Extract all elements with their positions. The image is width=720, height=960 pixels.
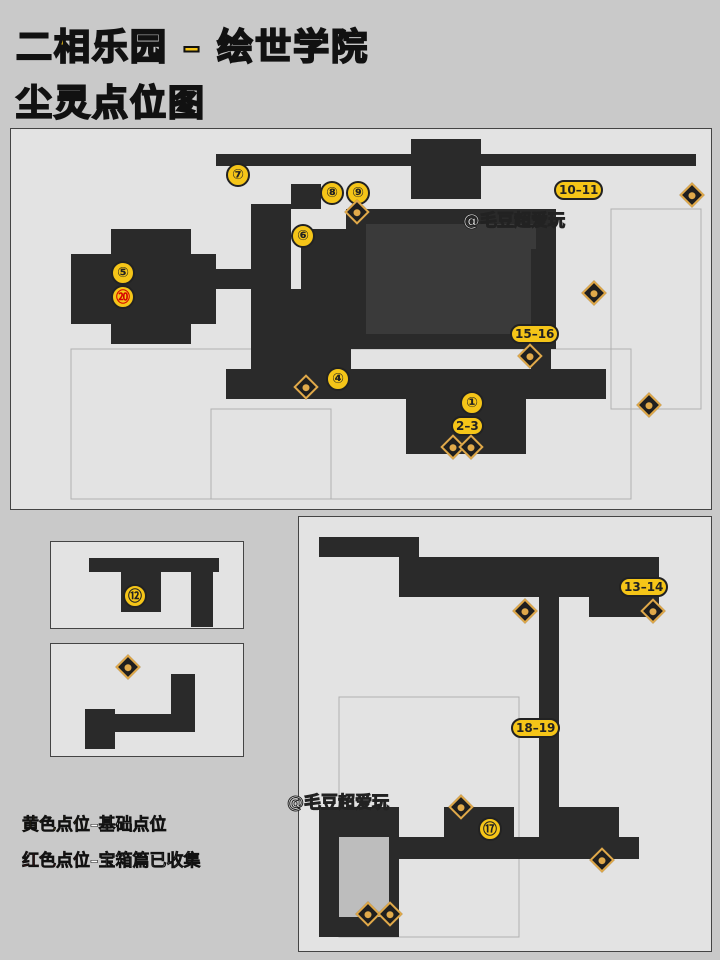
legend-red: 红色点位–宝箱篇已收集: [22, 846, 201, 872]
lower-map-drawing: [299, 517, 711, 951]
inset-map-drawing-1: [51, 542, 243, 628]
marker-2-3: 2–3: [451, 416, 484, 436]
legend-yellow-sep: –: [90, 815, 99, 836]
marker-1: ①: [460, 391, 484, 415]
marker-12: ⑫: [123, 584, 147, 608]
marker-4: ④: [326, 367, 350, 391]
legend-red-desc: 宝箱篇已收集: [98, 851, 201, 872]
marker-7: ⑦: [226, 163, 250, 187]
legend-red-key: 红色点位: [22, 851, 91, 872]
marker-20: ⑳: [111, 285, 135, 309]
marker-18-19: 18–19: [511, 718, 561, 738]
page-subtitle: 尘灵点位图: [15, 82, 207, 125]
legend-yellow: 黄色点位–基础点位: [22, 810, 167, 836]
inset-map-panel-1: [50, 541, 244, 629]
marker-8: ⑧: [320, 181, 344, 205]
marker-6: ⑥: [291, 224, 315, 248]
inset-map-panel-2: [50, 643, 244, 757]
watermark-bottom: @毛豆超爱玩: [287, 793, 390, 814]
marker-15-16: 15–16: [510, 324, 560, 344]
marker-13-14: 13–14: [619, 577, 669, 597]
page-title: 二相乐园 – 绘世学院: [15, 26, 370, 69]
marker-5: ⑤: [111, 261, 135, 285]
inset-map-drawing-2: [51, 644, 243, 756]
lower-map-panel: [298, 516, 712, 952]
legend-yellow-key: 黄色点位: [22, 815, 91, 836]
marker-17: ⑰: [478, 817, 502, 841]
legend-yellow-desc: 基础点位: [98, 815, 167, 836]
marker-10-11: 10–11: [554, 180, 604, 200]
legend-red-sep: –: [90, 851, 99, 872]
watermark-top: @毛豆超爱玩: [463, 211, 566, 232]
